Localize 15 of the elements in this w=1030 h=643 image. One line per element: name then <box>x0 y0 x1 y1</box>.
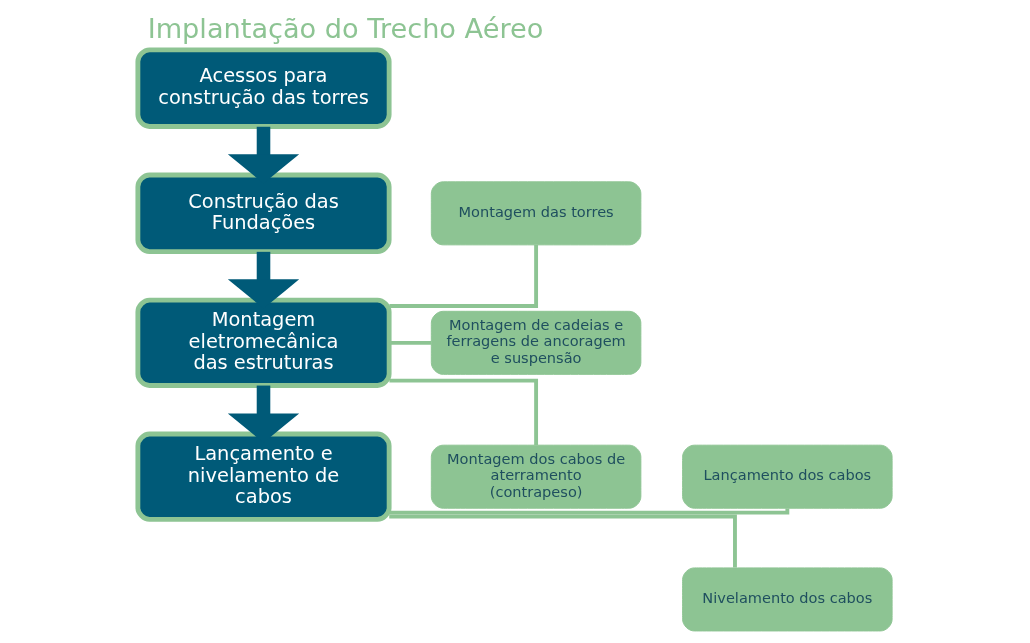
connector <box>389 340 432 345</box>
connector <box>389 244 539 308</box>
node-box: Montagem dos cabos de aterramento (contrapeso) <box>430 444 642 509</box>
node-box: Construção das Fundações <box>135 172 392 255</box>
node-box: Montagem eletromecânica das estruturas <box>135 297 392 388</box>
node-box: Nivelamento dos cabos <box>682 567 893 632</box>
node-box: Lançamento e nivelamento de cabos <box>135 431 392 522</box>
connector <box>389 378 539 445</box>
node-box: Montagem das torres <box>430 181 642 246</box>
connector <box>389 514 737 568</box>
connector <box>389 508 790 515</box>
node-box: Lançamento dos cabos <box>682 444 893 509</box>
node-box: Montagem de cadeias e ferragens de ancoragem e suspensão <box>430 310 642 375</box>
diagram-title: Implantação do Trecho Aéreo <box>147 12 544 44</box>
node-box: Acessos para construção das torres <box>135 47 392 129</box>
